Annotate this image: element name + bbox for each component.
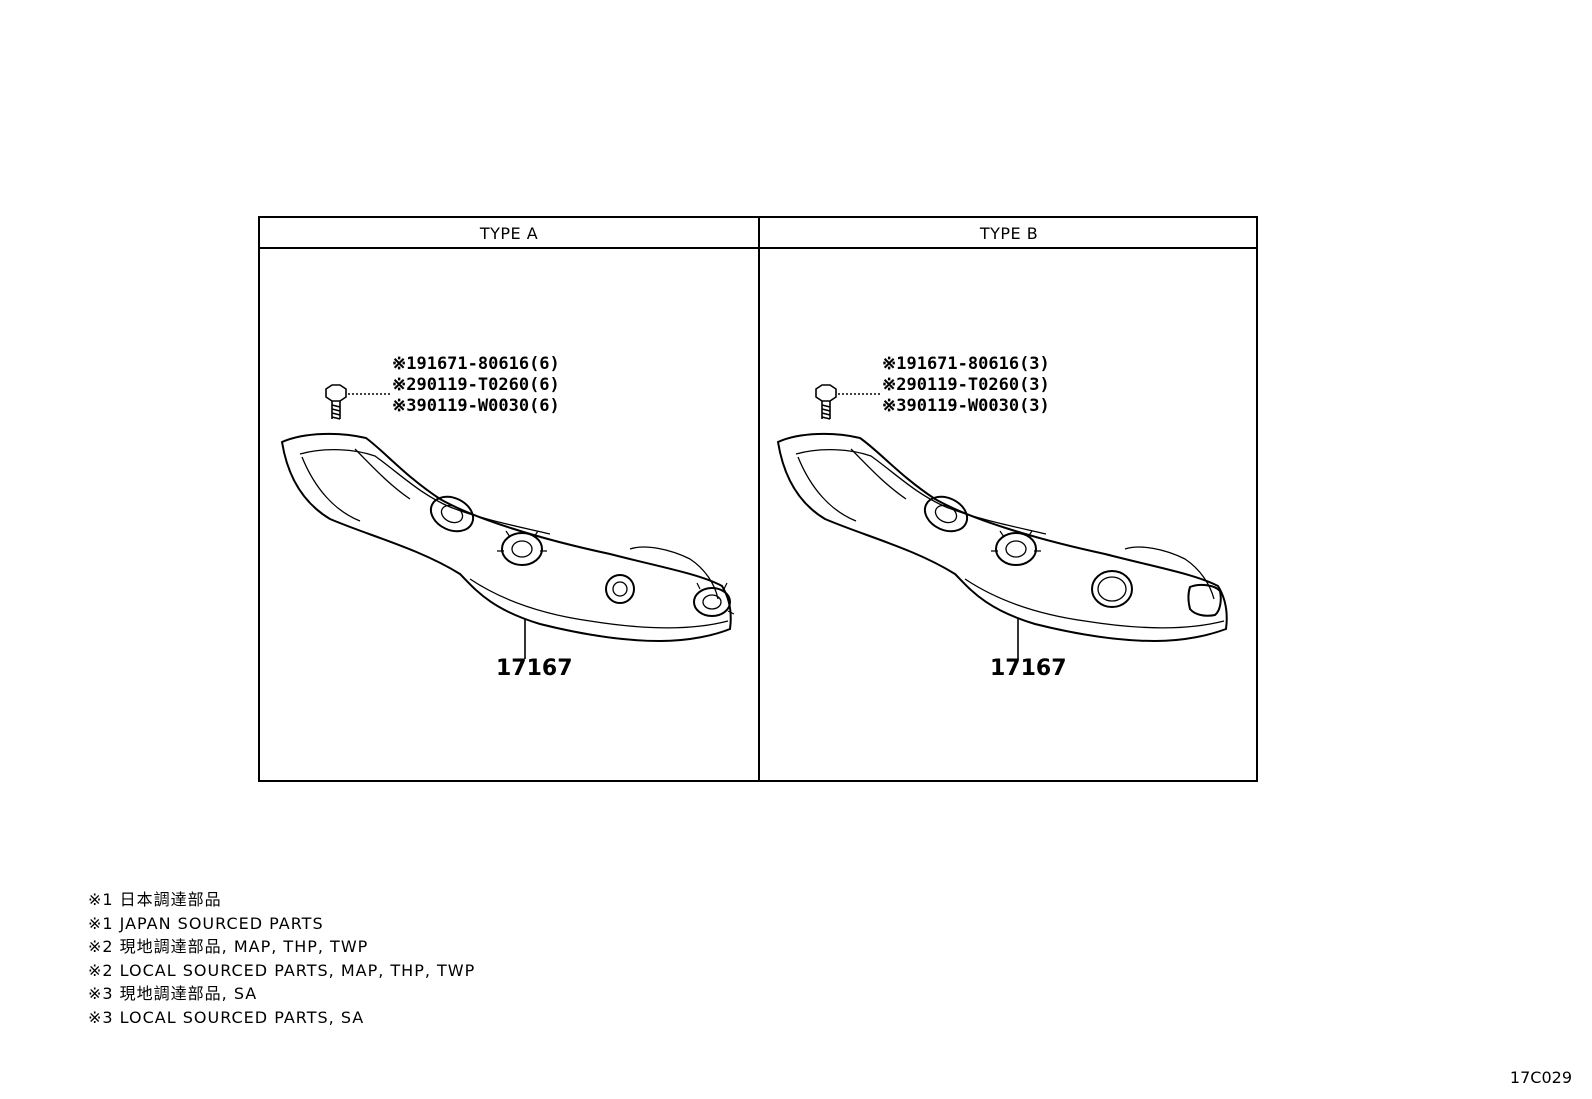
diagram-code: 17C029 — [1509, 1068, 1572, 1087]
type-b-panel: ※191671-80616(3) ※290119-T0260(3) ※39011… — [760, 249, 1258, 780]
type-a-callout-3: ※390119-W0030(6) — [392, 396, 560, 416]
type-b-callout-2: ※290119-T0260(3) — [882, 375, 1050, 395]
note-line: ※1 日本調達部品 — [88, 890, 222, 909]
type-a-panel: ※191671-80616(6) ※290119-T0260(6) ※39011… — [260, 249, 758, 780]
type-a-title: TYPE A — [479, 224, 539, 243]
type-a-callout-2: ※290119-T0260(6) — [392, 375, 560, 395]
type-a-part-number: 17167 — [496, 656, 573, 681]
diagram-frame: TYPE A TYPE B — [258, 216, 1258, 782]
bolt-icon — [325, 384, 390, 420]
type-a-callout-1: ※191671-80616(6) — [392, 354, 560, 374]
panel-divider — [758, 218, 760, 780]
type-b-callout-1: ※191671-80616(3) — [882, 354, 1050, 374]
note-line: ※1 JAPAN SOURCED PARTS — [88, 913, 324, 933]
note-line: ※3 現地調達部品, SA — [88, 984, 258, 1003]
note-line: ※2 現地調達部品, MAP, THP, TWP — [88, 937, 369, 956]
heat-insulator-illustration — [280, 384, 735, 659]
note-line: ※2 LOCAL SOURCED PARTS, MAP, THP, TWP — [88, 960, 476, 980]
type-b-callout-3: ※390119-W0030(3) — [882, 396, 1050, 416]
type-b-title: TYPE B — [979, 224, 1039, 243]
type-b-part-number: 17167 — [990, 656, 1067, 681]
sourcing-notes: ※1 日本調達部品 ※1 JAPAN SOURCED PARTS ※2 現地調達… — [88, 888, 475, 1029]
heat-insulator-illustration — [776, 384, 1228, 659]
bolt-icon — [815, 384, 880, 420]
note-line: ※3 LOCAL SOURCED PARTS, SA — [88, 1007, 365, 1027]
